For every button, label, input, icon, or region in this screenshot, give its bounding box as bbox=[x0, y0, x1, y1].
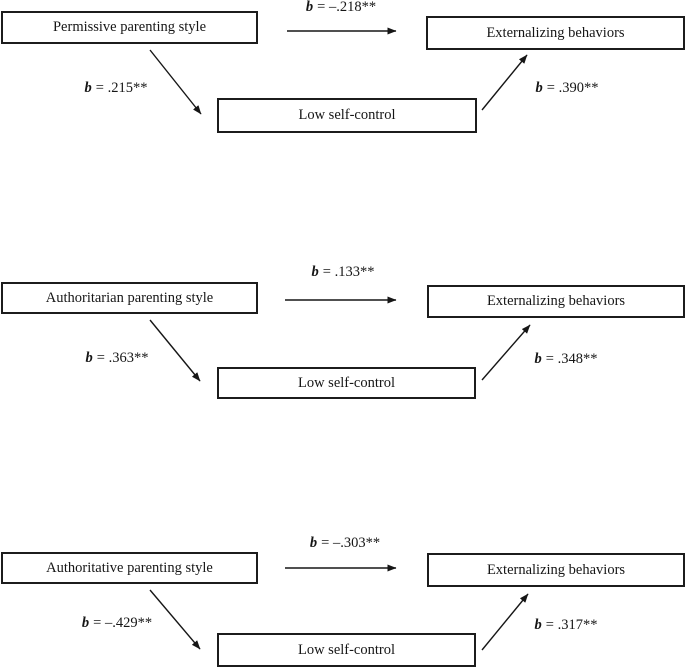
predictor-to-mediator-arrow-permissive bbox=[149, 49, 202, 115]
coefficient-symbol: b bbox=[84, 79, 92, 96]
predictor-box-permissive: Permissive parenting style bbox=[1, 11, 258, 44]
coefficient-symbol: b bbox=[305, 0, 314, 15]
from-mediator-coefficient-permissive: b= .390** bbox=[536, 81, 599, 96]
to-mediator-coefficient-authoritative: b= –.429** bbox=[82, 616, 152, 631]
predictor-to-mediator-arrow-authoritative bbox=[149, 589, 201, 650]
coefficient-symbol: b bbox=[535, 79, 543, 96]
coefficient-value: = .363** bbox=[96, 349, 149, 366]
from-mediator-coefficient-authoritarian: b= .348** bbox=[535, 352, 598, 367]
coefficient-value: = –.218** bbox=[317, 0, 377, 15]
outcome-label-authoritative: Externalizing behaviors bbox=[486, 561, 626, 578]
outcome-box-authoritarian: Externalizing behaviors bbox=[427, 285, 685, 318]
mediator-box-authoritative: Low self-control bbox=[217, 633, 476, 667]
coefficient-symbol: b bbox=[81, 614, 90, 631]
outcome-box-permissive: Externalizing behaviors bbox=[426, 16, 685, 50]
direct-path-coefficient-permissive: b= –.218** bbox=[306, 0, 376, 14]
mediator-to-outcome-arrow-authoritative bbox=[481, 593, 529, 651]
predictor-label-authoritarian: Authoritarian parenting style bbox=[45, 289, 214, 306]
to-mediator-coefficient-authoritarian: b= .363** bbox=[86, 351, 149, 366]
to-mediator-coefficient-permissive: b= .215** bbox=[85, 81, 148, 96]
mediator-label-permissive: Low self-control bbox=[298, 107, 396, 124]
mediator-to-outcome-arrow-authoritarian bbox=[481, 324, 531, 381]
coefficient-value: = .317** bbox=[545, 616, 598, 633]
coefficient-symbol: b bbox=[311, 263, 319, 280]
coefficient-symbol: b bbox=[85, 349, 93, 366]
predictor-box-authoritarian: Authoritarian parenting style bbox=[1, 282, 258, 314]
coefficient-value: = .215** bbox=[95, 79, 148, 96]
coefficient-value: = .348** bbox=[545, 350, 598, 367]
coefficient-symbol: b bbox=[534, 350, 542, 367]
predictor-to-mediator-arrow-authoritarian bbox=[149, 319, 201, 382]
mediator-to-outcome-arrow-permissive bbox=[481, 54, 528, 111]
mediator-box-authoritarian: Low self-control bbox=[217, 367, 476, 399]
predictor-box-authoritative: Authoritative parenting style bbox=[1, 552, 258, 584]
outcome-label-permissive: Externalizing behaviors bbox=[486, 24, 625, 41]
predictor-label-permissive: Permissive parenting style bbox=[52, 19, 207, 36]
coefficient-symbol: b bbox=[309, 534, 318, 551]
mediator-label-authoritative: Low self-control bbox=[297, 641, 396, 658]
outcome-box-authoritative: Externalizing behaviors bbox=[427, 553, 685, 587]
mediator-label-authoritarian: Low self-control bbox=[297, 374, 396, 391]
predictor-label-authoritative: Authoritative parenting style bbox=[46, 559, 213, 576]
coefficient-symbol: b bbox=[534, 616, 542, 633]
direct-path-coefficient-authoritarian: b= .133** bbox=[312, 265, 375, 280]
coefficient-value: = –.429** bbox=[93, 614, 153, 631]
coefficient-value: = .390** bbox=[546, 79, 599, 96]
direct-path-coefficient-authoritative: b= –.303** bbox=[310, 536, 380, 551]
coefficient-value: = .133** bbox=[322, 263, 375, 280]
coefficient-value: = –.303** bbox=[321, 534, 381, 551]
outcome-label-authoritarian: Externalizing behaviors bbox=[486, 293, 626, 310]
mediator-box-permissive: Low self-control bbox=[217, 98, 477, 133]
from-mediator-coefficient-authoritative: b= .317** bbox=[535, 618, 598, 633]
